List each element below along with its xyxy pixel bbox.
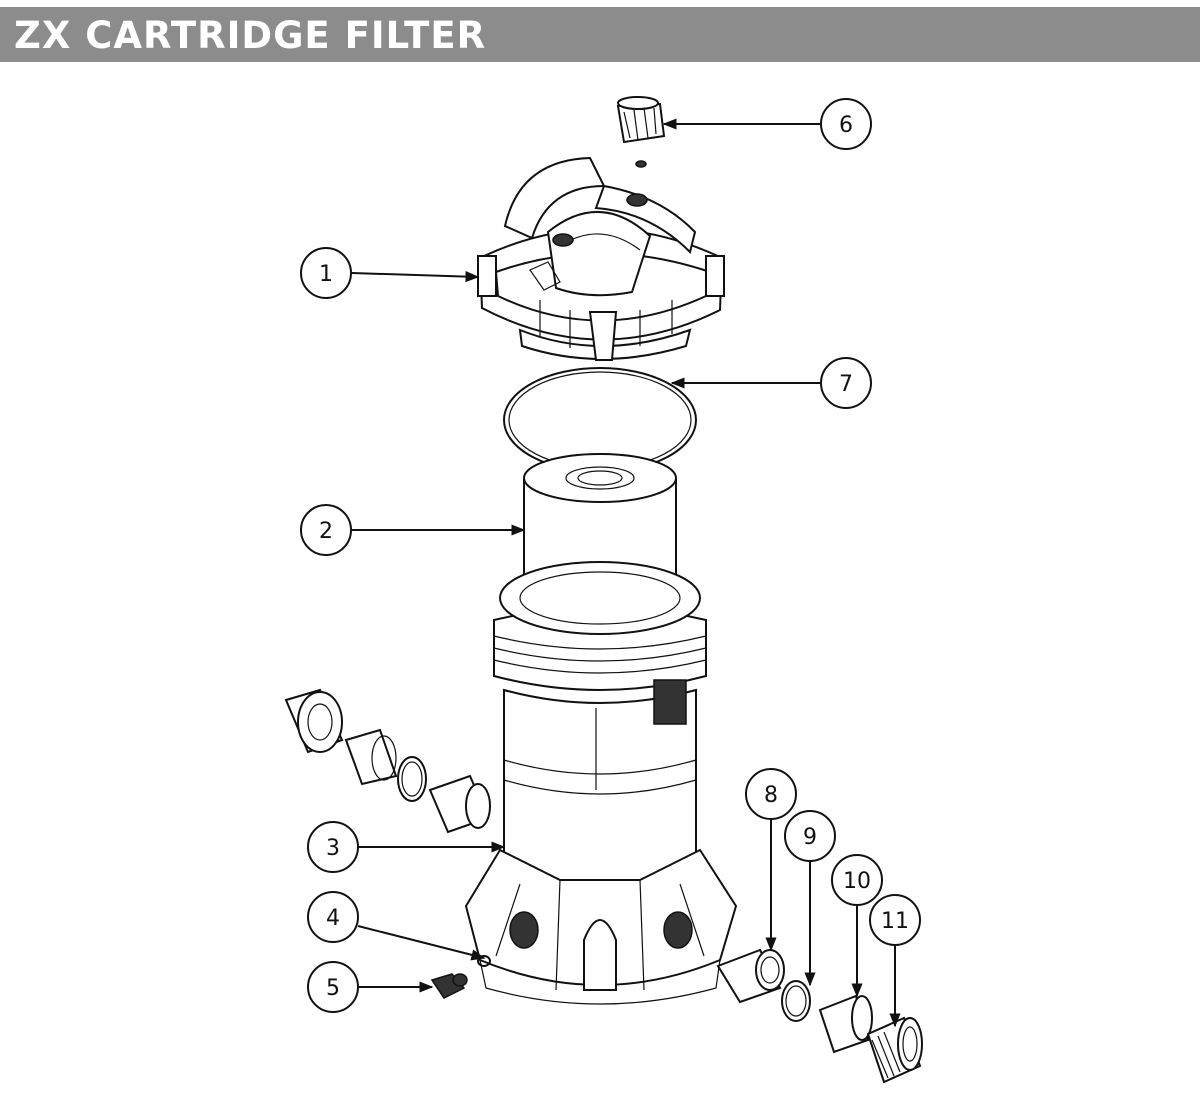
union-nut-right-part (866, 1016, 923, 1084)
callout-2: 2 (300, 504, 352, 556)
callout-7-label: 7 (839, 372, 853, 397)
page-title: ZX CARTRIDGE FILTER (14, 14, 487, 57)
leader-lines (351, 118, 901, 1028)
callout-1: 1 (300, 247, 352, 299)
union-socket-right-part (818, 994, 873, 1054)
callout-11: 11 (869, 894, 921, 946)
drain-plug-part (430, 973, 468, 999)
filter-tank-part (464, 561, 738, 1005)
union-o-ring-right-part (781, 980, 811, 1022)
union-tail-piece-right-part (716, 948, 785, 1004)
callout-2-label: 2 (319, 519, 333, 544)
title-bar: ZX CARTRIDGE FILTER (0, 7, 1200, 62)
callout-8-label: 8 (764, 783, 778, 808)
callout-9: 9 (784, 810, 836, 862)
callout-3-label: 3 (326, 836, 340, 861)
callout-10: 10 (831, 854, 883, 906)
callout-7: 7 (820, 357, 872, 409)
union-set-left-part (284, 688, 491, 834)
callout-10-label: 10 (843, 869, 871, 894)
filter-lid-part (477, 156, 725, 361)
callout-6: 6 (820, 98, 872, 150)
callout-5-label: 5 (326, 976, 340, 1001)
callout-9-label: 9 (803, 825, 817, 850)
air-relief-valve-part (616, 96, 666, 168)
callout-8: 8 (745, 768, 797, 820)
callout-3: 3 (307, 821, 359, 873)
callout-5: 5 (307, 961, 359, 1013)
callout-4: 4 (307, 891, 359, 943)
callout-1-label: 1 (319, 262, 333, 287)
callout-11-label: 11 (881, 909, 909, 934)
callout-6-label: 6 (839, 113, 853, 138)
callout-4-label: 4 (326, 906, 340, 931)
